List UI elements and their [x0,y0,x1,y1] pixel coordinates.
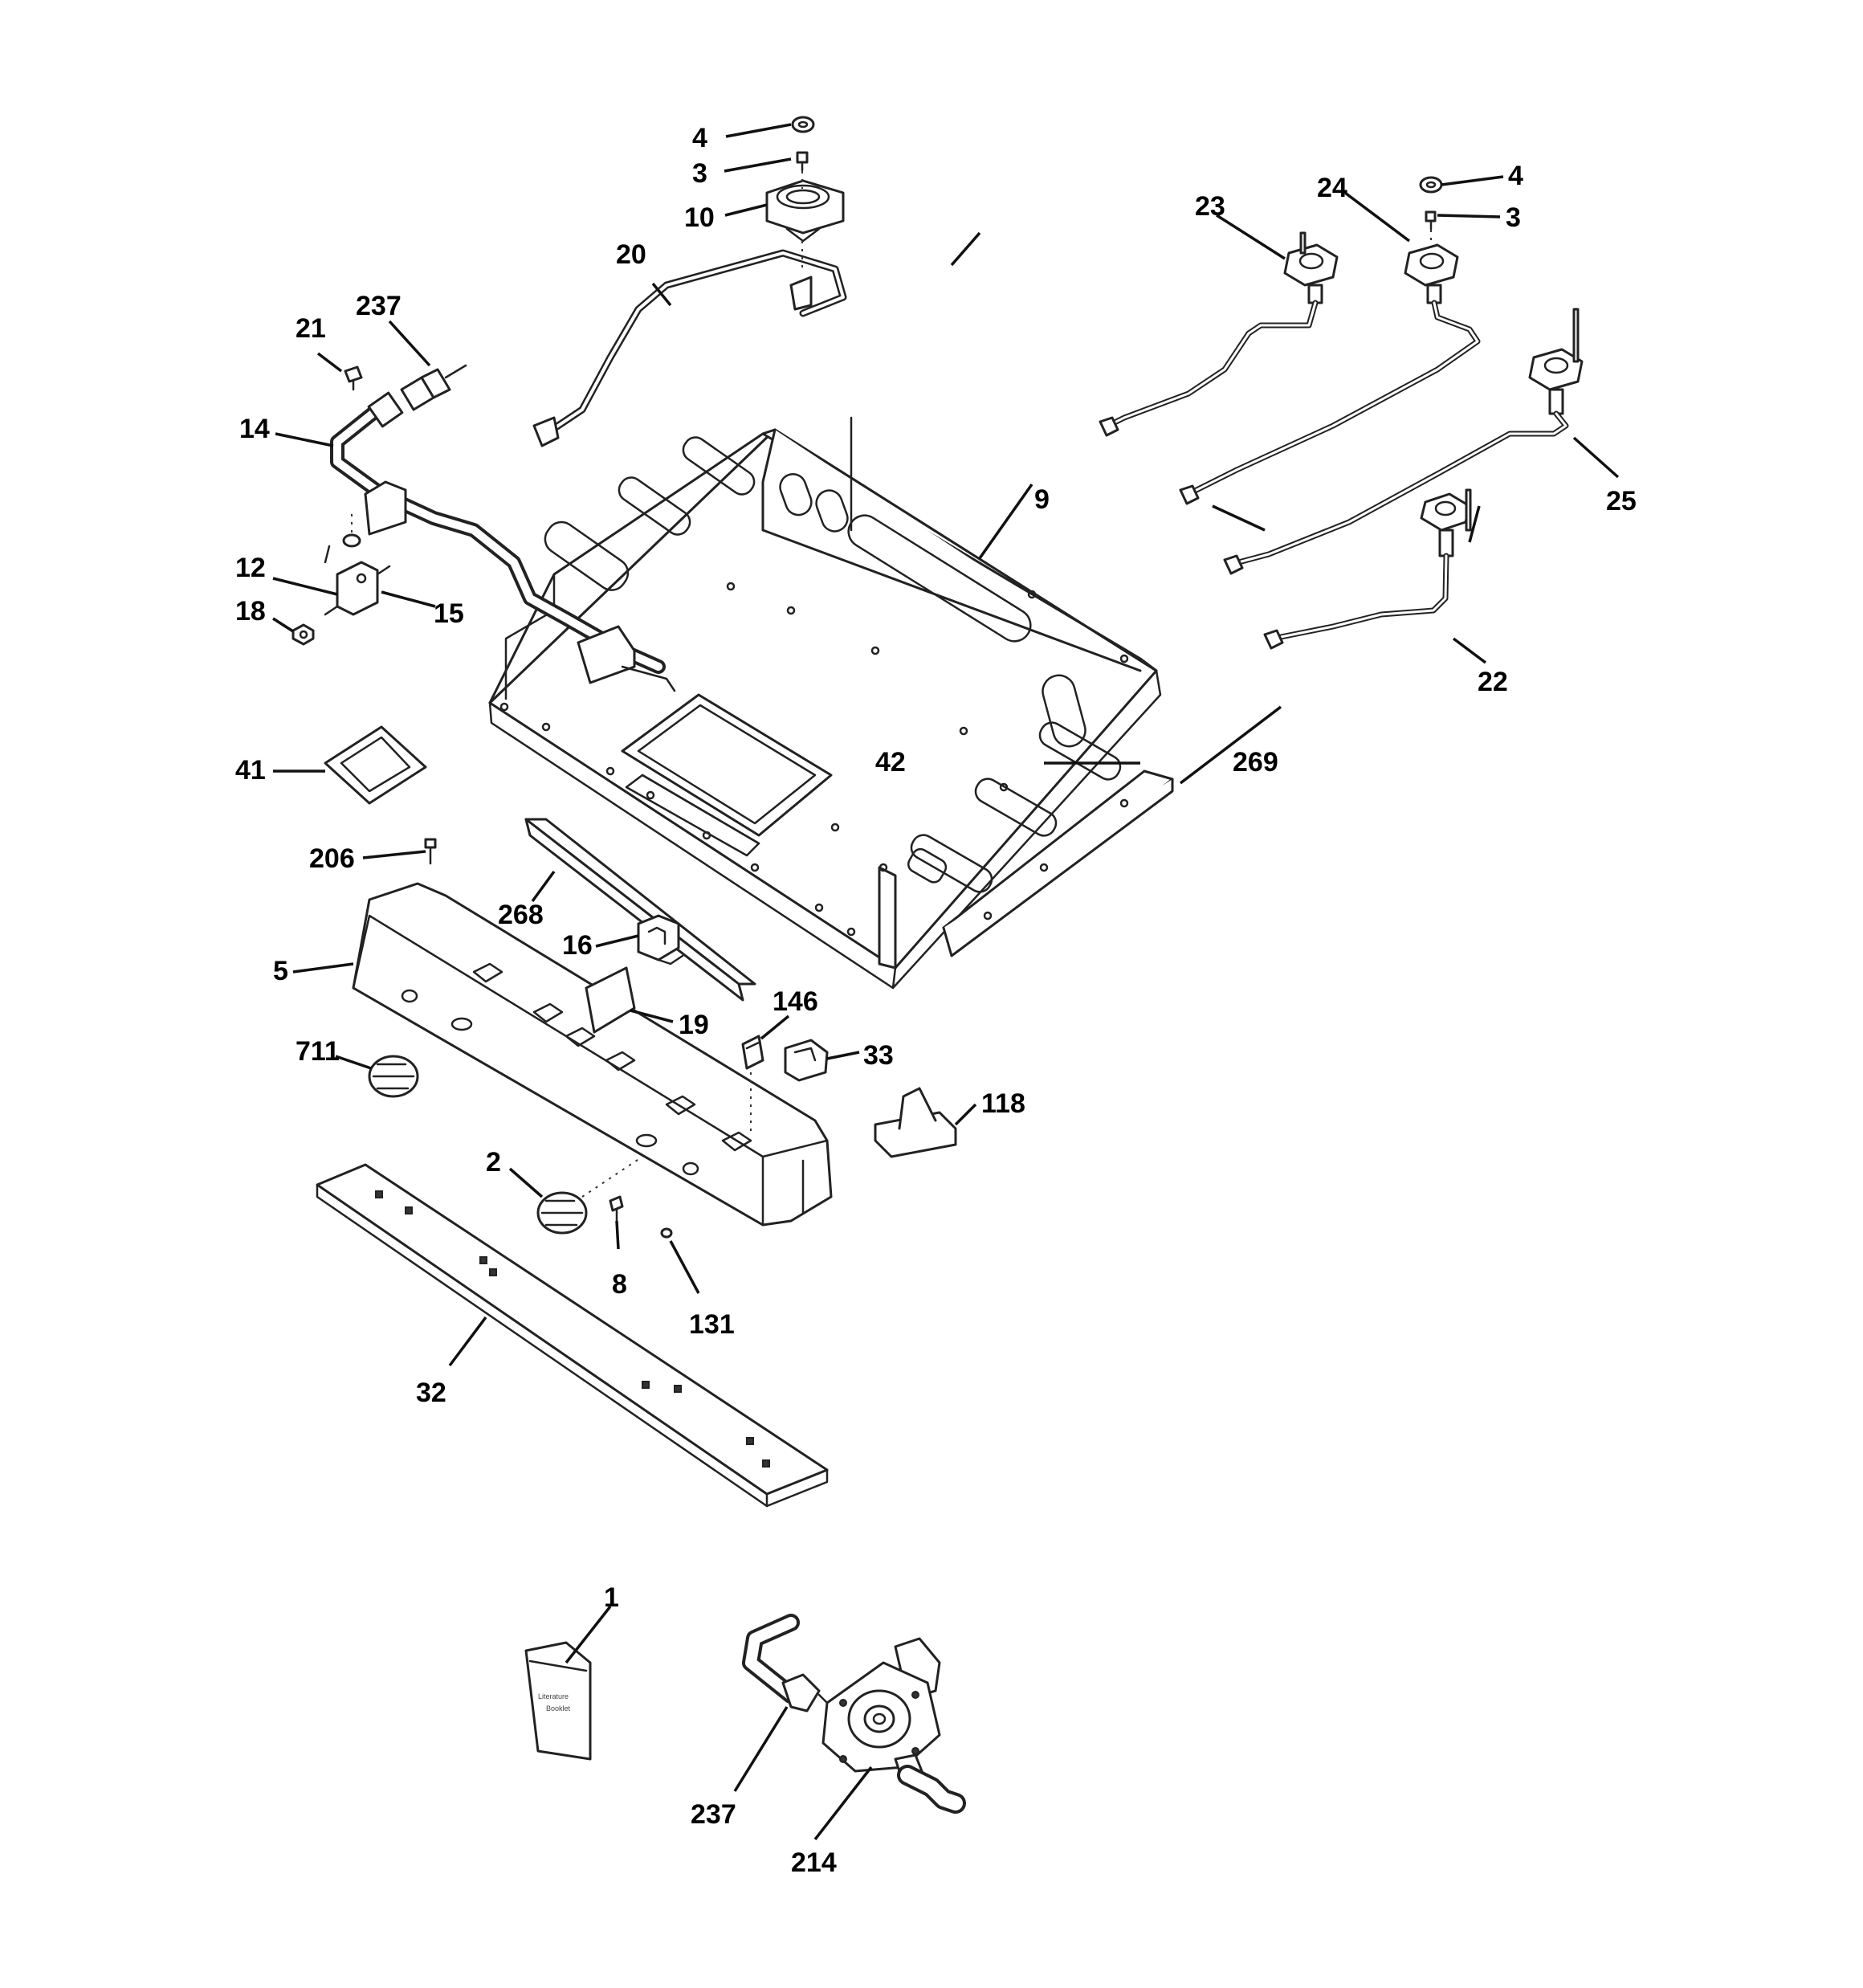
callout-8: 8 [612,1269,627,1300]
callout-214: 214 [791,1847,837,1878]
callout-33: 33 [863,1040,894,1071]
callout-1: 1 [604,1582,619,1613]
callout-131: 131 [689,1309,735,1340]
callout-711: 711 [296,1036,340,1067]
callout-16: 16 [562,930,593,961]
leader-lines [272,123,1620,1841]
pin-131-part [660,1227,673,1239]
side-angle-bracket-part [942,769,1174,957]
grommet-pad-part [324,725,427,805]
callout-268: 268 [498,900,544,930]
callout-5: 5 [273,956,288,986]
callout-146: 146 [773,986,818,1017]
bumper-118-part [874,1087,957,1158]
small-screw-icon [1425,210,1437,231]
callout-25: 25 [1606,486,1637,516]
svg-text:Literature: Literature [538,1692,569,1700]
manifold-pipe-part [330,391,676,692]
igniter-switch-part [324,545,391,616]
callout-18: 18 [235,596,266,627]
callout-4-right: 4 [1508,161,1523,191]
opening-cover-plate-part [621,693,833,857]
screw-21-part [344,365,363,391]
bracket-plate-part [585,966,636,1034]
callout-9: 9 [1034,484,1050,515]
callout-3-right: 3 [1506,202,1521,233]
knob-711-part [368,1055,419,1098]
callout-19: 19 [679,1010,709,1040]
trim-strip-part [316,1163,829,1508]
rear-angle-bracket-part [524,818,756,1002]
burner-box-part [488,416,1162,990]
callout-42: 42 [875,747,906,778]
hex-nut-icon [791,116,815,133]
callout-14: 14 [239,414,270,444]
callout-labels: 4 3 10 20 21 237 14 12 18 15 41 206 268 … [235,123,1637,1878]
switch-33-part [784,1039,829,1082]
callout-206: 206 [309,843,355,874]
knob-2-part [536,1191,588,1235]
valve-assembly-23-part [1099,231,1339,437]
callout-237-upper: 237 [356,291,402,321]
control-panel-part [352,882,833,1227]
orifice-adapter-part [400,364,467,411]
hex-nut-18-icon [291,623,315,646]
valve-assembly-25-part [1223,308,1584,575]
callout-32: 32 [416,1378,446,1408]
callout-2: 2 [486,1147,501,1178]
callout-118: 118 [981,1088,1025,1119]
callout-24: 24 [1317,173,1347,203]
igniter-module-part [637,914,684,965]
clip-146-part [741,1035,764,1070]
callout-20: 20 [616,239,646,270]
callout-10: 10 [684,202,715,233]
callout-21: 21 [296,313,326,344]
regulator-tube-part [742,1614,829,1712]
callout-269: 269 [1233,747,1278,778]
callout-23: 23 [1195,191,1225,222]
hex-nut-icon [1419,176,1443,194]
top-burner-base-part [765,179,845,243]
callout-12: 12 [235,553,266,583]
screw-206-part [424,838,437,865]
valve-assembly-24-part [1179,243,1481,505]
hex-nut-icon [342,533,361,548]
literature-envelope-part: Literature Booklet [524,1641,592,1761]
callout-15: 15 [434,598,464,629]
callout-237-lower: 237 [691,1799,736,1830]
callout-22: 22 [1478,667,1508,697]
callout-3-top: 3 [692,158,707,189]
screw-8-part [609,1195,624,1223]
svg-text:Booklet: Booklet [546,1704,571,1712]
pressure-regulator-part [821,1637,966,1814]
pipe-to-top-burner-part [532,249,847,447]
callout-4-top: 4 [692,123,707,153]
small-screw-icon [796,151,809,172]
valve-assembly-22-part [1263,488,1472,650]
callout-41: 41 [235,755,266,786]
pan-mounting-holes [499,582,1129,937]
